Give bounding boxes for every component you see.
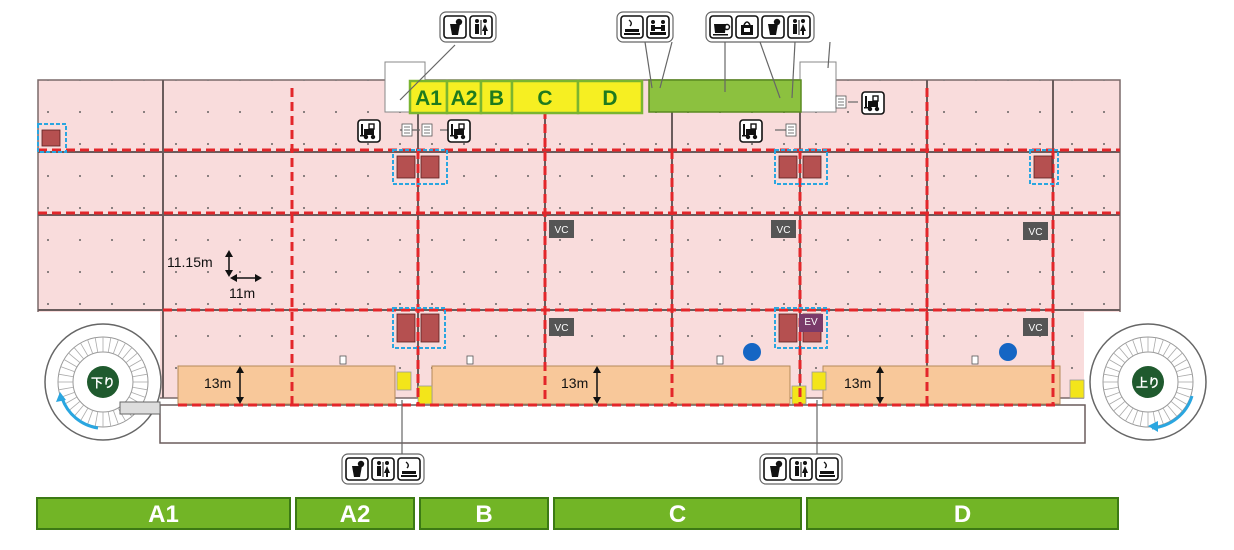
top-zone-cell (576, 79, 644, 115)
vending-machine-icon (761, 15, 785, 39)
truck-apron (159, 404, 1086, 444)
elevator-core (774, 307, 828, 349)
ramp-down-label: 下り (91, 376, 115, 390)
top-zone-label: B (489, 87, 504, 110)
vc-label: VC (555, 323, 569, 334)
icon-group-bottom-right (759, 453, 843, 485)
facility-icons (341, 11, 885, 485)
icon-group-top-right (705, 11, 815, 43)
vc-badge (549, 318, 574, 336)
zone-bar (553, 497, 802, 530)
top-zone-cell (510, 79, 580, 115)
vc-label: VC (555, 225, 569, 236)
berth-depth-label: 13m (844, 375, 871, 391)
zone-bar-label: D (954, 501, 971, 528)
vending-machine-icon (763, 457, 787, 481)
restroom-icon (787, 15, 811, 39)
forklift-charging-icon (357, 119, 381, 143)
icon-group-top-left (439, 11, 497, 43)
restroom-icon (469, 15, 493, 39)
forklift-charging-icon (447, 119, 471, 143)
dimension-annotations: 11.15m 11m 13m 13m 13m (167, 250, 884, 404)
vc-label: VC (1029, 323, 1043, 334)
ramp-up-label: 上り (1136, 375, 1160, 390)
vc-badge (771, 220, 796, 238)
top-zone-label: A2 (451, 87, 478, 110)
shop-icon (735, 15, 759, 39)
zone-bar (806, 497, 1119, 530)
icon-group-top-middle (616, 11, 674, 43)
zone-bar (36, 497, 291, 530)
dock-marker (716, 355, 724, 365)
ev-label: EV (804, 317, 818, 328)
zone-bar (295, 497, 415, 530)
forklift-charging-icon (739, 119, 763, 143)
top-zone-cell (479, 79, 514, 115)
marker-dot (743, 343, 761, 361)
ramp-up-badge (1132, 366, 1164, 398)
vc-label: VC (777, 225, 791, 236)
ramp-down: 下り (44, 323, 162, 441)
elevator-core (37, 123, 67, 153)
icon-group-bottom-left (341, 453, 425, 485)
restroom-icon (371, 457, 395, 481)
smoking-icon (815, 457, 839, 481)
smoking-icon (620, 15, 644, 39)
dock-marker (466, 355, 474, 365)
zone-boundaries (38, 88, 1120, 407)
vertical-conveyors: VC VC VC VC VC (549, 220, 1048, 336)
top-office-strip: A1 A2 B C D (384, 61, 837, 115)
cafe-icon (709, 15, 733, 39)
truck-berths (177, 355, 1085, 405)
berth-area (822, 365, 1061, 405)
smoking-icon (397, 457, 421, 481)
berth-depth-label: 13m (204, 375, 231, 391)
vc-label: VC (1029, 227, 1043, 238)
top-zone-label: A1 (415, 87, 442, 110)
elevator-core (392, 307, 446, 349)
bay-width-label: 11m (229, 285, 255, 301)
zone-bar-label: C (669, 501, 686, 528)
top-zone-strip: A1 A2 B C D (408, 79, 644, 115)
dock-marker (971, 355, 979, 365)
zone-bar-label: A2 (340, 501, 371, 528)
berth-depth-label: 13m (561, 375, 588, 391)
ev-badge (799, 314, 823, 332)
zone-bar-label: B (475, 501, 492, 528)
vc-badge (1023, 222, 1048, 240)
top-zone-label: D (602, 87, 617, 110)
berth-area (431, 365, 791, 405)
elevator-core (392, 149, 448, 185)
dock-marker (339, 355, 347, 365)
vc-badge (1023, 318, 1048, 336)
ramp-down-badge (87, 366, 119, 398)
bay-height-label: 11.15m (167, 254, 213, 270)
elevator-core (1029, 149, 1059, 185)
zone-bar-label: A1 (148, 501, 179, 528)
elevator-core (774, 149, 828, 185)
marker-dot (999, 343, 1017, 361)
vending-machine-icon (345, 457, 369, 481)
ramp-up: 上り (1089, 323, 1207, 441)
column-grid (38, 80, 1120, 398)
zone-bar (419, 497, 549, 530)
lounge-icon (646, 15, 670, 39)
berth-area (177, 365, 396, 405)
vc-badge (549, 220, 574, 238)
stair-core-right (799, 61, 837, 113)
bottom-zone-legend: A1 A2 B C D (36, 497, 1119, 530)
top-zone-cell (445, 79, 483, 115)
restroom-icon (789, 457, 813, 481)
vending-machine-icon (443, 15, 467, 39)
elevator-cores (37, 123, 1059, 349)
forklift-charging-icon (861, 91, 885, 115)
top-zone-label: C (537, 87, 552, 110)
